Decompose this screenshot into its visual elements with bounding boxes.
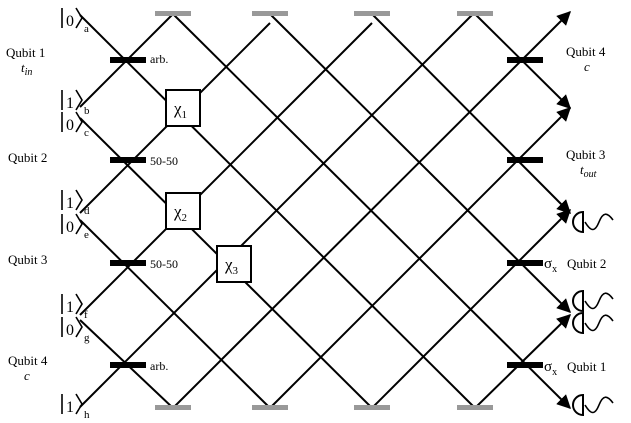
svg-text:0: 0 bbox=[66, 219, 74, 236]
svg-text:1: 1 bbox=[66, 195, 74, 212]
beam-line bbox=[371, 13, 571, 214]
svg-text:0: 0 bbox=[66, 13, 74, 30]
mirrors bbox=[155, 11, 493, 410]
beam-splitter bbox=[110, 362, 146, 368]
beam-line bbox=[79, 11, 476, 408]
beam-splitter bbox=[507, 57, 543, 63]
beam-paths bbox=[79, 11, 572, 409]
right-label-qubit-3-sub: tout bbox=[580, 162, 597, 180]
beam-splitter bbox=[110, 57, 146, 63]
beam-splitters bbox=[110, 57, 543, 368]
beam-line bbox=[172, 13, 571, 409]
svg-text:b: b bbox=[84, 105, 90, 117]
splitter-label-3: 50-50 bbox=[150, 257, 178, 271]
splitter-labels: arb. 50-50 50-50 arb. bbox=[150, 52, 178, 373]
svg-text:χ3: χ3 bbox=[224, 255, 239, 277]
right-labels: Qubit 4 c Qubit 3 tout σx Qubit 2 σx Qub… bbox=[544, 44, 606, 378]
svg-text:d: d bbox=[84, 205, 90, 217]
detectors bbox=[572, 210, 614, 417]
gate-chi-3: χ3 bbox=[216, 245, 252, 283]
left-label-qubit-4-sub: c bbox=[24, 368, 30, 383]
gate-chi-1: χ1 bbox=[165, 89, 201, 127]
right-label-qubit-4: Qubit 4 bbox=[566, 44, 606, 59]
right-label-qubit-1: Qubit 1 bbox=[567, 359, 606, 374]
right-label-qubit-4-sub: c bbox=[584, 59, 590, 74]
svg-text:χ1: χ1 bbox=[173, 99, 187, 121]
svg-text:1: 1 bbox=[66, 399, 74, 416]
svg-text:e: e bbox=[84, 229, 89, 241]
beam-line bbox=[79, 22, 373, 316]
mirror-bottom bbox=[457, 405, 493, 410]
mirror-top bbox=[252, 11, 288, 16]
mirror-bottom bbox=[354, 405, 390, 410]
svg-text:g: g bbox=[84, 332, 90, 344]
detector-icon bbox=[572, 311, 614, 335]
mirror-top bbox=[155, 11, 191, 16]
svg-text:0: 0 bbox=[66, 117, 74, 134]
beam-line bbox=[79, 219, 271, 409]
left-label-qubit-1: Qubit 1 bbox=[6, 45, 45, 60]
detector-icon bbox=[572, 393, 614, 417]
mirror-bottom bbox=[155, 405, 191, 410]
mirror-top bbox=[354, 11, 390, 16]
right-label-qubit-3: Qubit 3 bbox=[566, 147, 605, 162]
mirror-bottom bbox=[252, 405, 288, 410]
right-label-qubit-2: Qubit 2 bbox=[567, 256, 606, 271]
detector-icon bbox=[572, 210, 614, 234]
beam-splitter bbox=[507, 157, 543, 163]
left-label-qubit-3: Qubit 3 bbox=[8, 252, 47, 267]
right-label-sigma-1: σx bbox=[544, 359, 557, 378]
svg-text:f: f bbox=[84, 309, 88, 321]
splitter-label-1: arb. bbox=[150, 52, 168, 66]
detector-icon bbox=[572, 289, 614, 313]
svg-text:0: 0 bbox=[66, 322, 74, 339]
svg-text:1: 1 bbox=[66, 299, 74, 316]
beam-splitter bbox=[110, 260, 146, 266]
beam-line bbox=[79, 14, 476, 409]
svg-text:h: h bbox=[84, 409, 90, 421]
left-label-qubit-2: Qubit 2 bbox=[8, 150, 47, 165]
svg-text:c: c bbox=[84, 127, 89, 139]
left-label-qubit-1-sub: tin bbox=[21, 60, 32, 78]
gates: χ1 χ2 χ3 bbox=[165, 89, 252, 283]
beam-splitter bbox=[507, 260, 543, 266]
splitter-label-4: arb. bbox=[150, 359, 168, 373]
svg-text:a: a bbox=[84, 23, 89, 35]
gate-chi-2: χ2 bbox=[165, 192, 201, 230]
right-label-sigma-2: σx bbox=[544, 256, 557, 275]
svg-text:1: 1 bbox=[66, 95, 74, 112]
mirror-top bbox=[457, 11, 493, 16]
beam-splitter bbox=[110, 157, 146, 163]
left-label-qubit-4: Qubit 4 bbox=[8, 353, 48, 368]
left-labels: Qubit 1 tin Qubit 2 Qubit 3 Qubit 4 c bbox=[6, 45, 48, 383]
beam-splitter bbox=[507, 362, 543, 368]
svg-text:χ2: χ2 bbox=[173, 202, 187, 224]
splitter-label-2: 50-50 bbox=[150, 154, 178, 168]
